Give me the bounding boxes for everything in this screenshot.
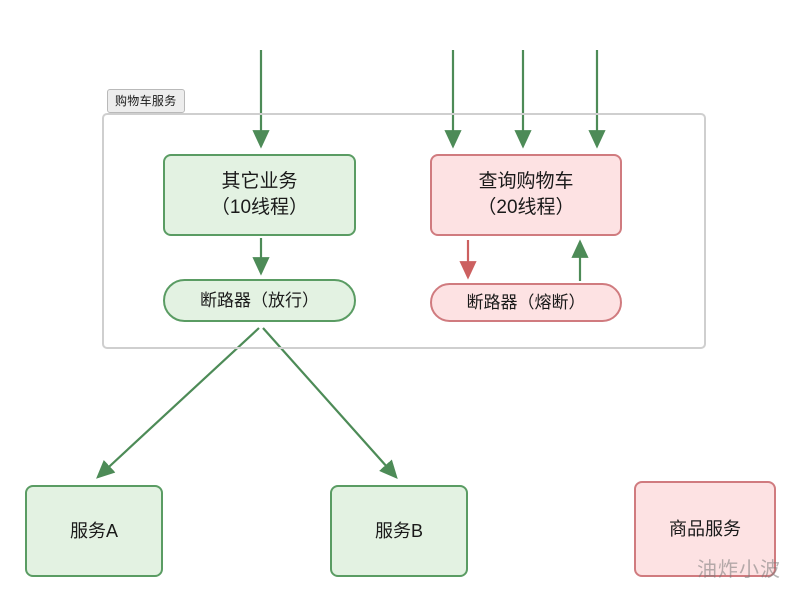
node-service-b[interactable]: 服务B bbox=[330, 485, 468, 577]
group-container-cart-service bbox=[102, 113, 706, 349]
node-other-business[interactable]: 其它业务 （10线程） bbox=[163, 154, 356, 236]
node-circuit-breaker-pass-label: 断路器（放行） bbox=[200, 290, 319, 310]
node-query-cart-line1: 查询购物车 bbox=[478, 170, 574, 192]
node-other-business-line2: （10线程） bbox=[210, 197, 309, 218]
node-goods-service[interactable]: 商品服务 bbox=[634, 481, 776, 577]
node-query-cart-line2: （20线程） bbox=[477, 197, 575, 218]
arrow-breaker-pass-to-service-a bbox=[96, 327, 260, 479]
node-circuit-breaker-open-label: 断路器（熔断） bbox=[466, 292, 586, 312]
group-label-cart-service: 购物车服务 bbox=[107, 89, 185, 113]
node-service-a[interactable]: 服务A bbox=[25, 485, 163, 577]
node-query-cart[interactable]: 查询购物车 （20线程） bbox=[430, 154, 622, 236]
node-service-b-label: 服务B bbox=[374, 520, 423, 541]
node-other-business-line1: 其它业务 bbox=[221, 170, 298, 192]
node-service-a-label: 服务A bbox=[69, 520, 118, 541]
node-goods-service-label: 商品服务 bbox=[669, 518, 741, 539]
arrow-breaker-pass-to-service-b bbox=[262, 327, 398, 479]
node-circuit-breaker-open[interactable]: 断路器（熔断） bbox=[430, 283, 622, 322]
node-circuit-breaker-pass[interactable]: 断路器（放行） bbox=[163, 279, 356, 322]
